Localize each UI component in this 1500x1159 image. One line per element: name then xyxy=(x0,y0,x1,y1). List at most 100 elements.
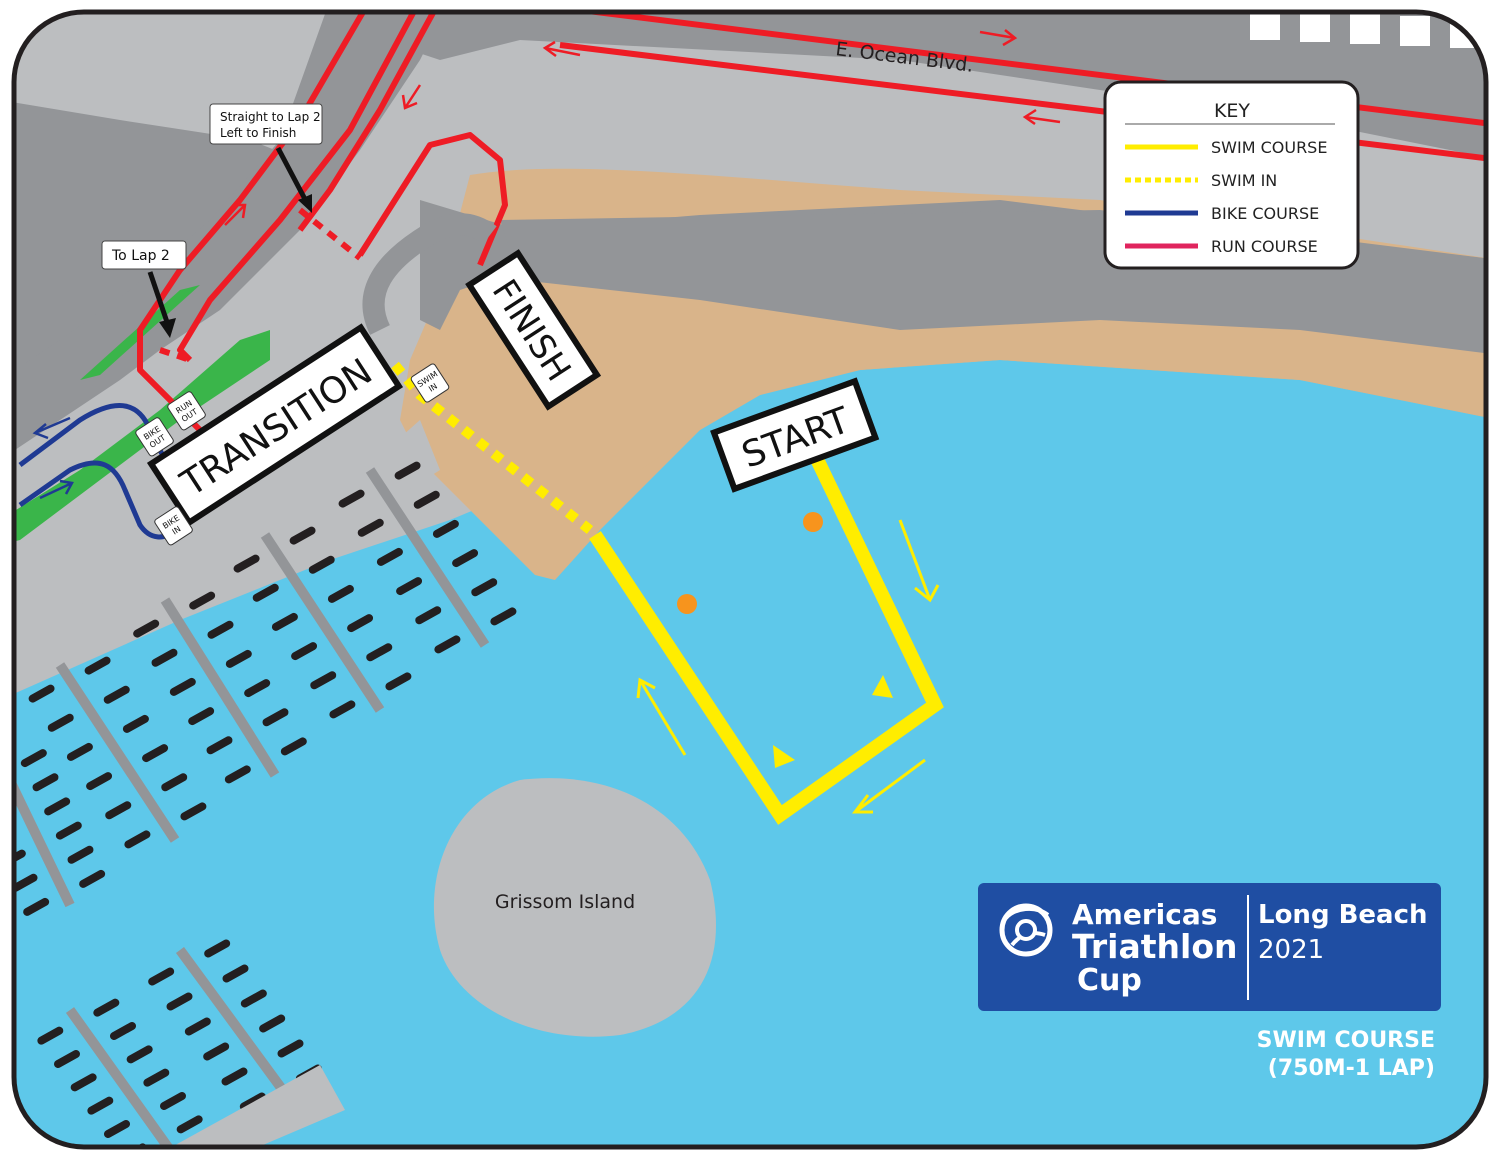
boat xyxy=(471,578,498,597)
boat xyxy=(23,897,50,916)
svg-text:Left to Finish: Left to Finish xyxy=(220,126,296,140)
tag-swim-in: SWIM IN xyxy=(410,363,450,403)
boat xyxy=(70,1073,97,1092)
boat xyxy=(259,1014,286,1033)
boat xyxy=(44,797,71,816)
boat xyxy=(280,737,307,756)
svg-text:Long Beach: Long Beach xyxy=(1258,900,1428,930)
boat xyxy=(67,845,94,864)
boat xyxy=(308,555,335,574)
map-frame xyxy=(11,9,1489,1150)
boat xyxy=(55,821,82,840)
boat xyxy=(310,671,337,690)
boat xyxy=(124,830,151,849)
boat xyxy=(189,591,216,610)
boat xyxy=(37,1026,64,1045)
boat xyxy=(47,713,74,732)
boat xyxy=(206,736,233,755)
dock-structure xyxy=(14,420,440,700)
boat xyxy=(327,584,354,603)
boat xyxy=(54,1050,80,1068)
course-title-2: (750M-1 LAP) xyxy=(1268,1056,1435,1081)
svg-text:To Lap 2: To Lap 2 xyxy=(111,248,170,264)
swim-direction-triangles xyxy=(773,675,893,768)
key-item-label: BIKE COURSE xyxy=(1211,204,1319,223)
swim-direction-arrows xyxy=(636,519,940,814)
boat xyxy=(160,1092,186,1110)
boat xyxy=(396,577,423,596)
callout-straight-to-lap2: Straight to Lap 2 Left to Finish xyxy=(209,103,323,213)
boat xyxy=(252,583,279,602)
beach-sand-edge xyxy=(500,280,1486,470)
boat xyxy=(291,642,318,661)
boat xyxy=(415,606,442,625)
boat xyxy=(148,967,175,986)
triathlon-logo-icon xyxy=(999,903,1053,957)
boat xyxy=(366,643,393,662)
tag-run-out: RUN OUT xyxy=(167,391,206,431)
boat xyxy=(240,989,267,1008)
brand-box: Americas Triathlon Cup Long Beach 2021 xyxy=(978,883,1441,1011)
boat xyxy=(122,714,149,733)
boat xyxy=(207,620,234,639)
boat xyxy=(180,802,207,821)
boat xyxy=(357,518,384,537)
swim-in-path xyxy=(391,361,594,534)
boat xyxy=(79,869,106,888)
boat xyxy=(225,649,252,668)
bike-direction-arrows xyxy=(32,416,74,500)
svg-text:2021: 2021 xyxy=(1258,935,1324,965)
marina-docks xyxy=(14,467,490,1147)
boat xyxy=(188,707,215,726)
ocean-blvd-road xyxy=(380,12,1486,160)
boat xyxy=(104,1120,130,1138)
swim-course-path xyxy=(589,451,944,825)
boat xyxy=(87,1096,114,1115)
boat xyxy=(103,685,130,704)
boat xyxy=(142,744,169,763)
boat xyxy=(86,772,113,791)
boat xyxy=(394,461,421,480)
boat xyxy=(161,773,188,792)
boat xyxy=(14,825,15,844)
key-item-label: RUN COURSE xyxy=(1211,237,1318,256)
tag-bike-out: BIKE OUT xyxy=(135,417,174,457)
svg-text:IN: IN xyxy=(171,524,183,536)
boat xyxy=(110,1022,136,1040)
key-item-label: SWIM COURSE xyxy=(1211,138,1327,157)
boat xyxy=(244,679,271,698)
boat xyxy=(385,672,412,691)
boats xyxy=(14,461,517,1147)
buoy-1 xyxy=(803,512,823,532)
boat xyxy=(432,519,459,538)
boat xyxy=(32,773,59,792)
svg-text:Cup: Cup xyxy=(1077,963,1142,998)
boat xyxy=(151,648,178,667)
boat xyxy=(262,708,289,727)
boat xyxy=(14,873,38,892)
boat xyxy=(271,612,298,631)
boat xyxy=(203,1042,230,1061)
buoy-2 xyxy=(677,594,697,614)
boat xyxy=(169,677,196,696)
boat xyxy=(184,1017,211,1036)
boat xyxy=(204,939,231,958)
finish-sign: FINISH xyxy=(465,249,602,411)
callout-to-lap2: To Lap 2 xyxy=(101,240,187,338)
boat xyxy=(133,619,160,638)
diagonal-road xyxy=(14,12,450,460)
boat xyxy=(338,489,365,508)
boat xyxy=(329,700,356,719)
boat xyxy=(105,801,132,820)
grissom-island xyxy=(433,778,716,1037)
boat xyxy=(84,656,111,675)
boat xyxy=(434,635,461,654)
boat xyxy=(66,742,93,761)
boat xyxy=(93,998,120,1017)
run-direction-arrows xyxy=(224,29,1061,226)
key-title: KEY xyxy=(1214,100,1250,122)
boat xyxy=(347,614,374,633)
boat xyxy=(289,526,316,545)
boat xyxy=(221,1067,248,1086)
